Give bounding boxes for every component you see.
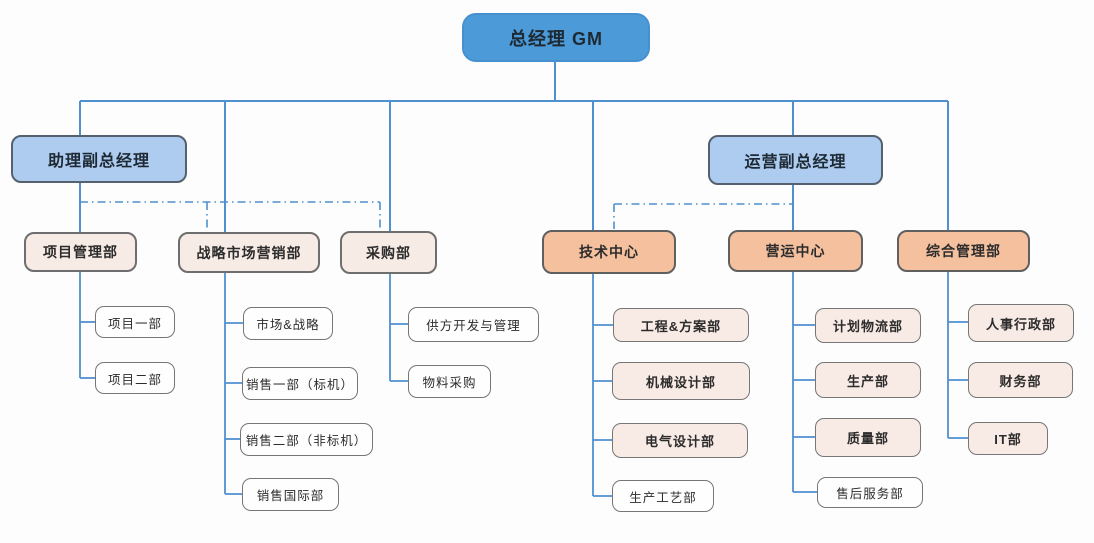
node-leaf-production-process: 生产工艺部 (612, 480, 714, 512)
node-operations-deputy-gm: 运营副总经理 (708, 135, 883, 185)
node-leaf-sales-dept-1-standard: 销售一部（标机） (242, 367, 358, 400)
node-leaf-international-sales: 销售国际部 (242, 478, 339, 511)
node-leaf-project-dept-2: 项目二部 (95, 362, 175, 394)
node-leaf-quality-dept: 质量部 (815, 418, 921, 457)
node-leaf-planning-logistics: 计划物流部 (815, 308, 921, 343)
node-dept-project-management: 项目管理部 (24, 232, 137, 272)
node-dept-strategic-marketing: 战略市场营销部 (178, 232, 320, 273)
node-leaf-electrical-design: 电气设计部 (612, 423, 748, 458)
node-leaf-after-sales-service: 售后服务部 (817, 477, 923, 508)
node-leaf-engineering-solutions: 工程&方案部 (613, 308, 749, 342)
node-leaf-hr-administration: 人事行政部 (968, 304, 1074, 342)
node-dept-procurement: 采购部 (340, 231, 437, 274)
node-leaf-it-dept: IT部 (968, 422, 1048, 455)
node-leaf-sales-dept-2-nonstandard: 销售二部（非标机） (240, 423, 373, 456)
node-operations-center: 营运中心 (728, 230, 863, 272)
node-leaf-material-purchasing: 物料采购 (408, 365, 491, 398)
node-general-manager: 总经理 GM (462, 13, 650, 62)
node-leaf-production-dept: 生产部 (815, 362, 921, 398)
node-leaf-mechanical-design: 机械设计部 (612, 362, 750, 400)
node-assistant-deputy-gm: 助理副总经理 (11, 135, 187, 183)
node-leaf-market-strategy: 市场&战略 (243, 307, 333, 340)
node-dept-general-management: 综合管理部 (897, 230, 1030, 272)
node-leaf-project-dept-1: 项目一部 (95, 306, 175, 338)
node-leaf-finance-dept: 财务部 (968, 362, 1073, 398)
node-technology-center: 技术中心 (542, 230, 676, 274)
node-leaf-supplier-development: 供方开发与管理 (408, 307, 539, 342)
